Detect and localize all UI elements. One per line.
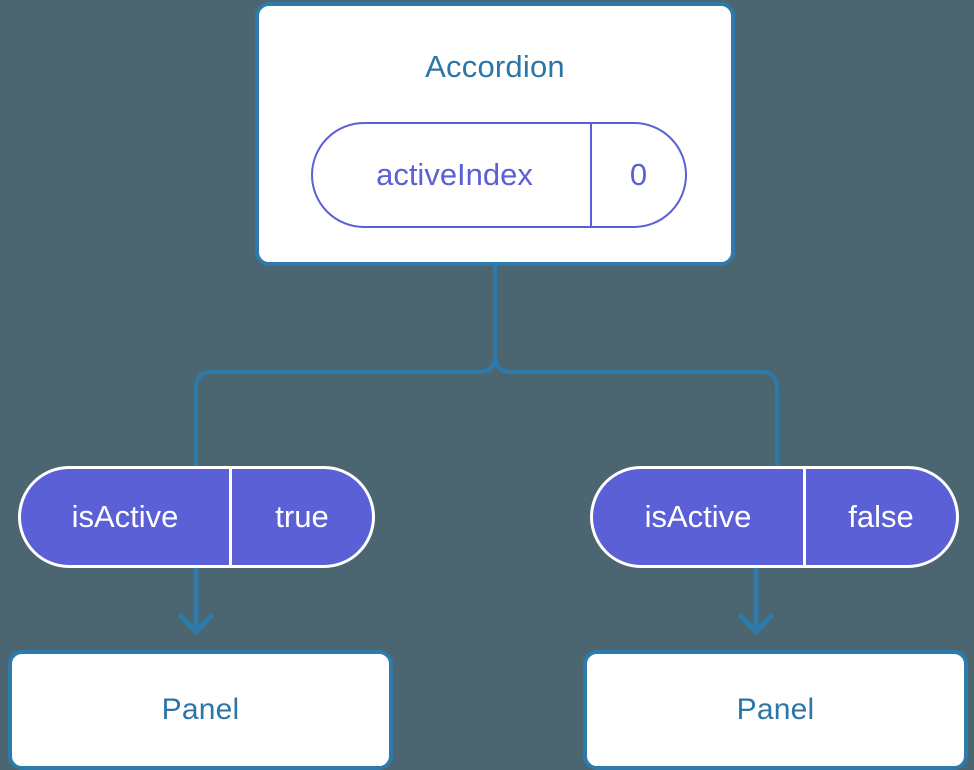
accordion-card[interactable]: Accordion activeIndex 0 bbox=[255, 2, 735, 266]
panel-card-left-title: Panel bbox=[161, 693, 240, 726]
prop-pill-right-key: isActive bbox=[593, 469, 806, 565]
prop-pill-left-is-active[interactable]: isActive true bbox=[18, 466, 375, 568]
prop-pill-left-value: true bbox=[275, 499, 329, 534]
state-pill-key: activeIndex bbox=[313, 124, 592, 226]
state-pill-active-index[interactable]: activeIndex 0 bbox=[311, 122, 687, 228]
panel-card-left[interactable]: Panel bbox=[8, 650, 393, 770]
panel-card-right-title: Panel bbox=[736, 693, 815, 726]
accordion-card-title: Accordion bbox=[425, 49, 565, 84]
state-pill-value: 0 bbox=[629, 157, 648, 192]
connector-branch-left bbox=[194, 354, 497, 468]
connector-branch-right bbox=[493, 354, 779, 468]
panel-card-right[interactable]: Panel bbox=[583, 650, 968, 770]
arrow-right bbox=[738, 565, 774, 635]
arrow-left bbox=[178, 565, 214, 635]
prop-pill-right-is-active[interactable]: isActive false bbox=[590, 466, 959, 568]
prop-pill-left-key: isActive bbox=[21, 469, 232, 565]
prop-pill-right-value: false bbox=[848, 499, 914, 534]
